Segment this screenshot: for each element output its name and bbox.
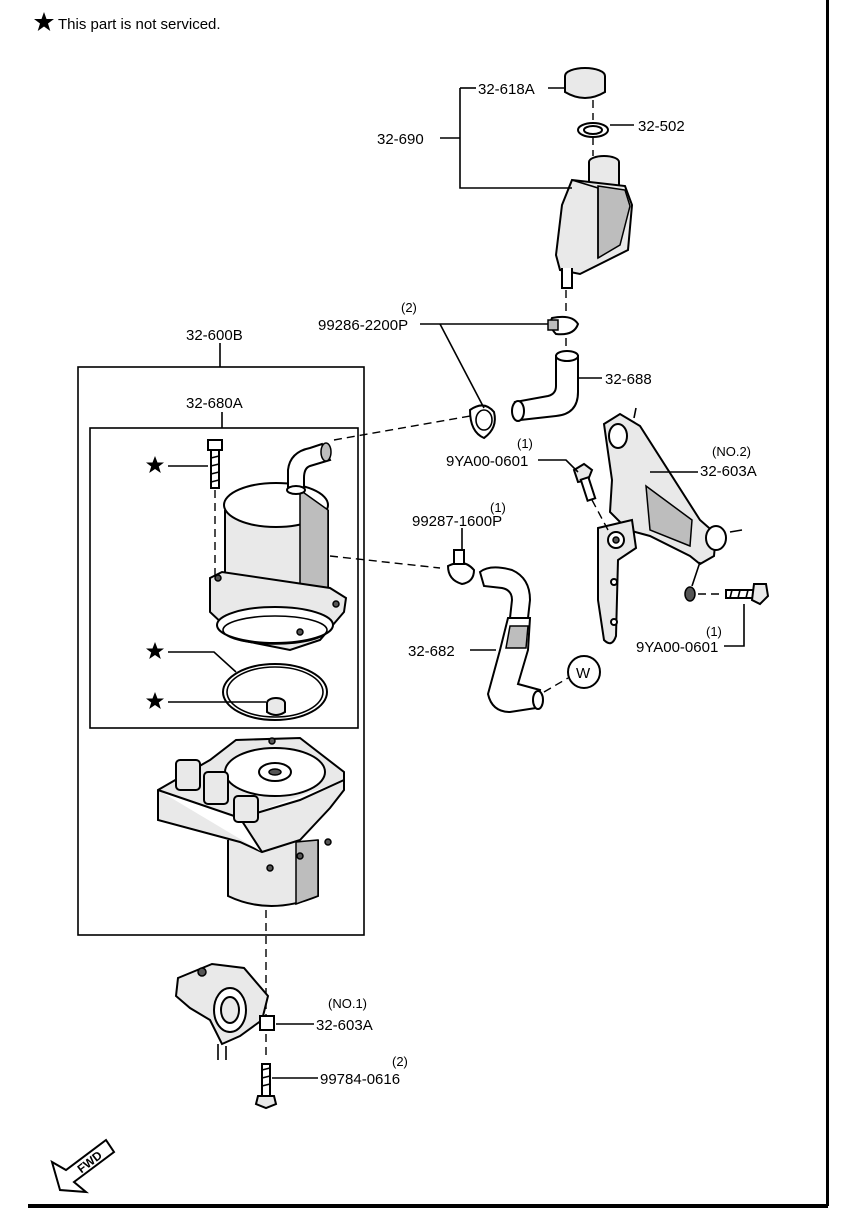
label-32-600B: 32-600B [186,327,243,344]
star-icon [34,12,54,31]
electric-motor [209,442,348,652]
label-603A-no2-qty: (NO.2) [712,444,751,459]
label-32-682: 32-682 [408,643,455,660]
label-99286-2200P: 99286-2200P [318,317,408,334]
bracket-no2 [597,407,743,645]
label-32-603A-no2: 32-603A [700,463,757,480]
reservoir-tank [554,67,634,289]
label-32-603A-no1: 32-603A [316,1017,373,1034]
label-603A-no1-qty: (NO.1) [328,996,367,1011]
label-9ya00-0601-top: 9YA00-0601 [446,453,528,470]
label-9ya00-bottom-qty: (1) [706,624,722,639]
pump-assembly-box [77,366,365,936]
label-9ya00-top-qty: (1) [517,436,533,451]
label-99784-0616: 99784-0616 [320,1071,400,1088]
label-w: W [576,665,591,682]
not-serviced-note: This part is not serviced. [34,12,221,33]
seal-ring [222,663,328,721]
label-99287-qty: (1) [490,500,506,515]
hose-clamp-lower [468,404,496,440]
hose-clamp-upper [547,315,580,336]
note-text: This part is not serviced. [58,16,221,33]
bracket-no1 [174,962,275,1060]
hose-clamp-99287 [446,549,476,586]
w-reference-circle [567,655,601,689]
label-32-688: 32-688 [605,371,652,388]
filter-plug [266,697,286,716]
label-32-680A: 32-680A [186,395,243,412]
fwd-arrow-icon: FWD [50,1138,116,1194]
star-icon [146,642,164,659]
hose-32-682 [478,566,544,714]
motor-sub-box [89,427,359,729]
motor-bolt [207,439,223,489]
label-99286-qty: (2) [401,300,417,315]
label-99784-qty: (2) [392,1054,408,1069]
bolt-99784 [254,1063,278,1110]
star-icon [146,692,164,709]
bolt-9ya00-top [572,462,597,502]
right-edge-rule [826,0,829,1206]
label-32-502: 32-502 [638,118,685,135]
pump-body [157,736,345,907]
label-32-690: 32-690 [377,131,424,148]
star-icon [146,456,164,473]
label-99287-1600P: 99287-1600P [412,513,502,530]
bolt-9ya00-bottom [725,583,770,606]
hose-32-688 [511,350,579,422]
label-32-618A: 32-618A [478,81,535,98]
bottom-rule [28,1204,828,1208]
label-9ya00-0601-bottom: 9YA00-0601 [636,639,718,656]
